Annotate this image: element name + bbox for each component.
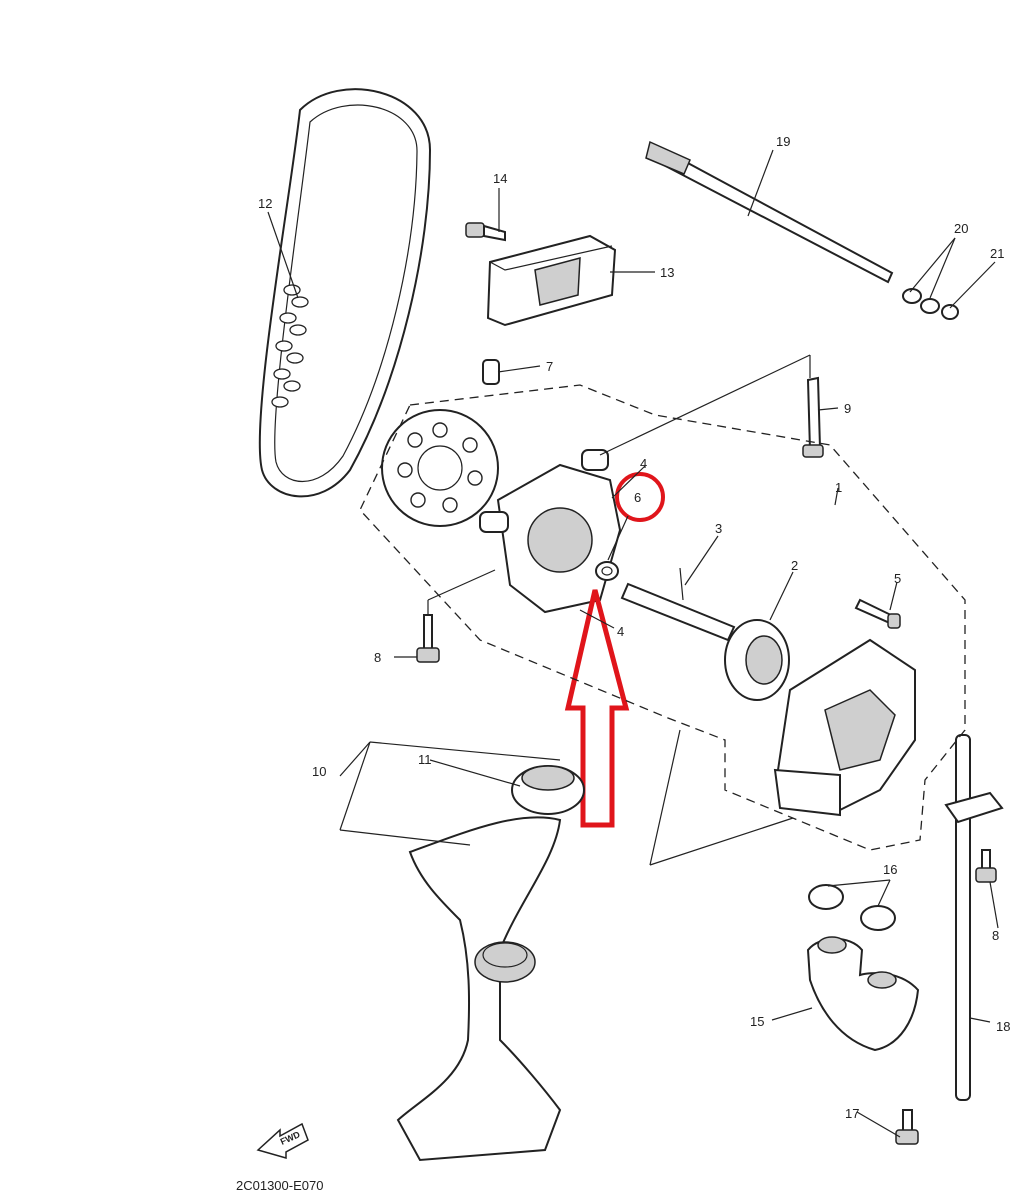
bolt-5 xyxy=(854,598,901,629)
oil-seal-6 xyxy=(595,561,619,581)
dowel-7 xyxy=(482,359,500,385)
oil-pipe-15 xyxy=(806,936,920,1052)
label-1: 1 xyxy=(835,480,842,495)
label-12: 12 xyxy=(258,196,272,211)
label-18: 18 xyxy=(996,1019,1010,1034)
label-2: 2 xyxy=(791,558,798,573)
label-11: 11 xyxy=(418,752,432,767)
label-6: 6 xyxy=(634,490,641,505)
label-4-top: 4 xyxy=(640,456,647,471)
bolt-8 xyxy=(416,614,440,663)
label-3: 3 xyxy=(715,521,722,536)
bolt-9 xyxy=(802,376,824,458)
sprocket xyxy=(381,409,499,527)
bolt-8-right xyxy=(975,849,997,883)
highlight-arrow xyxy=(564,589,630,828)
label-9: 9 xyxy=(844,401,851,416)
label-19: 19 xyxy=(776,134,790,149)
drive-shaft-19 xyxy=(645,140,894,284)
pump-housing xyxy=(479,449,622,614)
assembly-outline xyxy=(359,384,966,851)
label-15: 15 xyxy=(750,1014,764,1029)
label-21: 21 xyxy=(990,246,1004,261)
chain-guide-13 xyxy=(486,234,617,327)
figure-code: 2C01300-E070 xyxy=(236,1178,323,1193)
label-8-left: 8 xyxy=(374,650,381,665)
part-number-labels: 12 14 13 19 20 21 7 9 4 6 1 3 2 5 4 8 11… xyxy=(258,134,1010,1121)
pump-shaft-3 xyxy=(620,567,736,642)
o-rings-20-21 xyxy=(902,288,959,320)
label-13: 13 xyxy=(660,265,674,280)
strainer-seal-11 xyxy=(511,765,585,815)
o-rings-16 xyxy=(808,884,896,931)
oil-strainer-10 xyxy=(396,816,562,1162)
label-4-bottom: 4 xyxy=(617,624,624,639)
fwd-arrow: FWD xyxy=(256,1122,309,1159)
bolt-14 xyxy=(465,222,506,242)
leader-lines xyxy=(267,149,999,1138)
label-16: 16 xyxy=(883,862,897,877)
timing-chain xyxy=(258,88,432,498)
label-14: 14 xyxy=(493,171,507,186)
bolt-17 xyxy=(895,1109,919,1145)
pipe-18 xyxy=(944,734,1004,1101)
rotor-2 xyxy=(724,619,790,701)
label-7: 7 xyxy=(546,359,553,374)
pump-body xyxy=(773,638,916,817)
label-17: 17 xyxy=(845,1106,859,1121)
label-10: 10 xyxy=(312,764,326,779)
label-5: 5 xyxy=(894,571,901,586)
label-8-right: 8 xyxy=(992,928,999,943)
label-20: 20 xyxy=(954,221,968,236)
highlight-circle xyxy=(615,472,665,522)
